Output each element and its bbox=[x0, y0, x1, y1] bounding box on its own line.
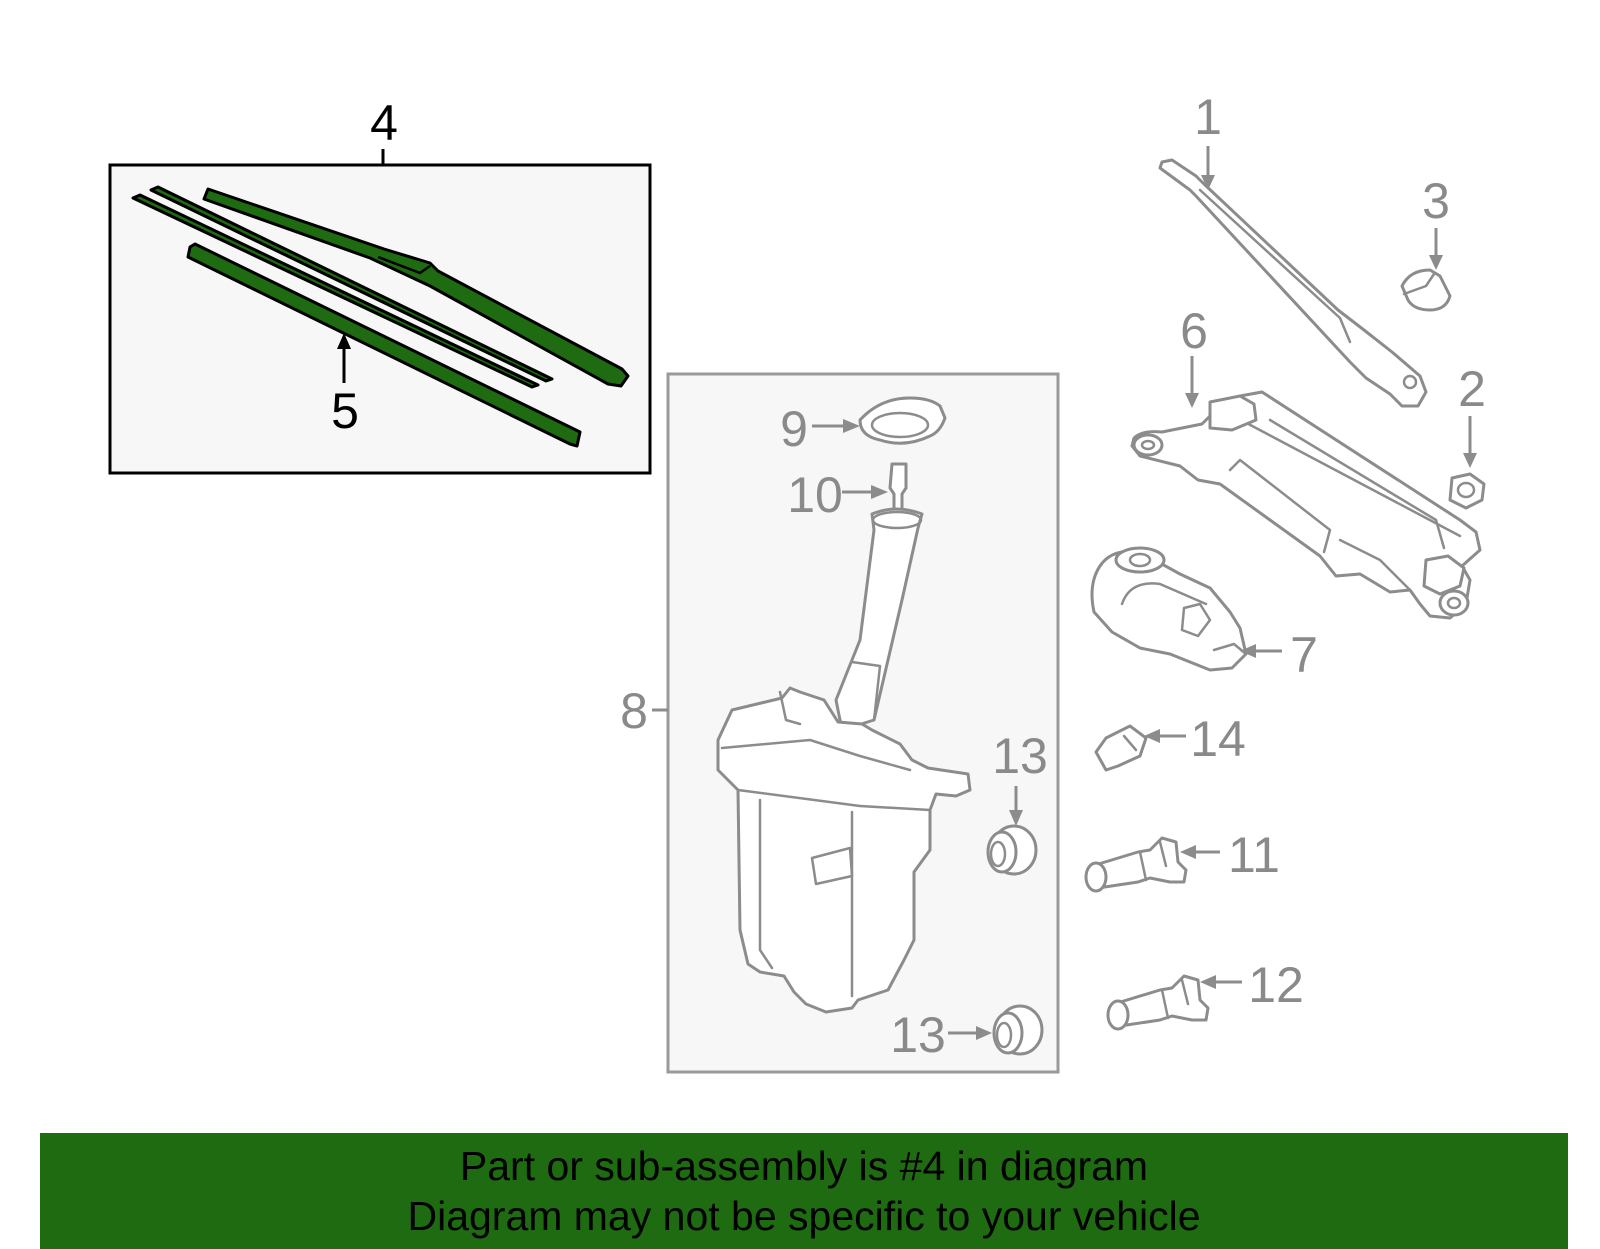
callout-8: 8 bbox=[620, 683, 648, 739]
callout-11: 11 bbox=[1228, 827, 1280, 883]
washer-reservoir-group: 8 9 10 bbox=[620, 372, 1060, 1074]
wiper-motor[interactable]: 7 bbox=[1090, 546, 1318, 683]
callout-13-lower: 13 bbox=[890, 1007, 946, 1063]
callout-2: 2 bbox=[1458, 361, 1486, 417]
blade-strip-upper bbox=[149, 185, 554, 383]
washer-pump-front[interactable]: 11 bbox=[1084, 827, 1280, 893]
wiper-blade-group[interactable]: 4 5 bbox=[108, 95, 652, 475]
wiper-arm-group[interactable]: 1 bbox=[1158, 89, 1428, 408]
callout-10: 10 bbox=[787, 467, 843, 523]
callout-6: 6 bbox=[1180, 303, 1208, 359]
hex-nut[interactable]: 2 bbox=[1448, 361, 1486, 510]
grommet-upper[interactable]: 13 bbox=[986, 728, 1048, 876]
callout-7: 7 bbox=[1290, 627, 1318, 683]
arm-cover-cap[interactable]: 3 bbox=[1400, 173, 1452, 312]
callout-14: 14 bbox=[1190, 711, 1246, 767]
wiper-blade[interactable] bbox=[202, 187, 630, 388]
callout-5: 5 bbox=[331, 383, 359, 439]
callout-4: 4 bbox=[370, 95, 398, 151]
wiper-linkage[interactable]: 6 bbox=[1130, 303, 1482, 620]
info-banner: Part or sub-assembly is #4 in diagram Di… bbox=[40, 1133, 1568, 1249]
callout-3: 3 bbox=[1422, 173, 1450, 229]
banner-line-2: Diagram may not be specific to your vehi… bbox=[407, 1193, 1201, 1239]
callout-9: 9 bbox=[780, 401, 808, 457]
hose-connector[interactable]: 14 bbox=[1094, 711, 1246, 772]
callout-12: 12 bbox=[1248, 957, 1304, 1013]
banner-line-1: Part or sub-assembly is #4 in diagram bbox=[459, 1143, 1149, 1189]
callout-1: 1 bbox=[1194, 89, 1222, 145]
grommet-lower[interactable]: 13 bbox=[890, 1004, 1044, 1063]
washer-pump-rear[interactable]: 12 bbox=[1106, 957, 1304, 1031]
blade-strip-lower bbox=[131, 193, 540, 389]
wiper-rubber-refill[interactable] bbox=[186, 242, 582, 448]
callout-13-upper: 13 bbox=[992, 728, 1048, 784]
wiper-arm[interactable] bbox=[1158, 158, 1428, 408]
